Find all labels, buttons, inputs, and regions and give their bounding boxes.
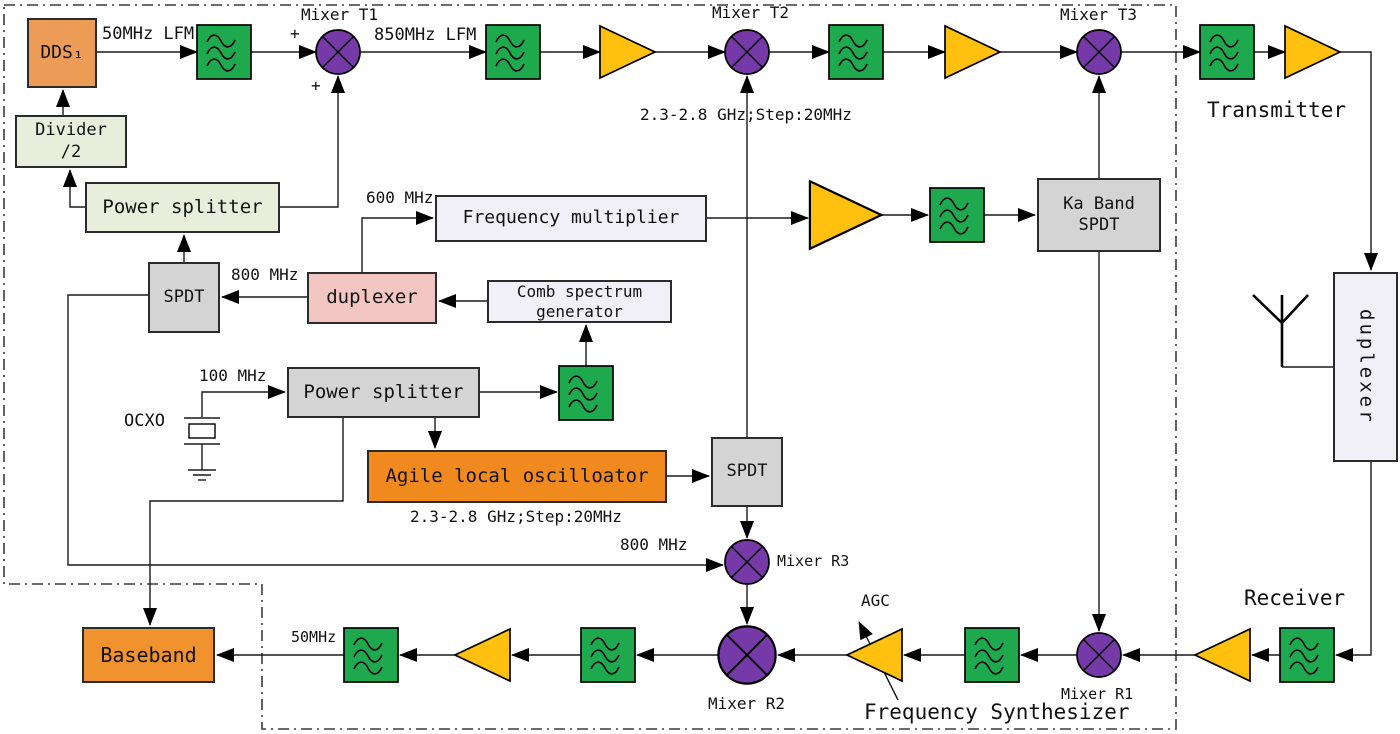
transmitter-section-label: Transmitter [1207, 98, 1347, 122]
ground-icon [188, 469, 216, 481]
plus-sign-rf: + [290, 24, 300, 43]
spdt-lo-block: SPDT [711, 437, 783, 507]
signal-label-50mhz: 50MHz [291, 628, 337, 646]
mixer-t2-icon [724, 29, 770, 75]
spdt-ref-label: SPDT [163, 286, 205, 307]
signal-label-850mhz-lfm: 850MHz LFM [374, 25, 477, 45]
mixer-r1-icon [1076, 632, 1122, 678]
wire-splitter-to-mixer-t1 [280, 75, 345, 208]
amplifier-icon-3 [1284, 25, 1341, 79]
crystal-oscillator-icon [184, 417, 220, 470]
spdt-lo-label: SPDT [726, 461, 768, 482]
signal-label-600mhz: 600 MHz [366, 188, 434, 207]
bandpass-filter-icon-1 [196, 24, 252, 80]
wire-ocxo-to-splitter [201, 385, 286, 417]
power-splitter-top-label: Power splitter [102, 195, 263, 218]
mixer-r3-name: Mixer R3 [777, 552, 850, 570]
comb-label-line1: Comb spectrum [516, 281, 643, 301]
wire-splitter-to-divider [63, 169, 85, 208]
wire-duplexer-to-filter7 [1335, 462, 1372, 662]
amplifier-icon-4 [808, 180, 883, 250]
baseband-label: Baseband [100, 642, 197, 667]
mixer-r2-name: Mixer R2 [708, 694, 786, 713]
wires [56, 45, 1378, 701]
amplifier-icon-5 [1194, 628, 1251, 682]
divider-label-line1: Divider [35, 120, 107, 141]
plus-sign-lo: + [311, 76, 321, 95]
signal-label-100mhz: 100 MHz [199, 366, 267, 385]
mixer-t3-icon [1076, 29, 1122, 75]
frequency-synthesizer-boundary [3, 4, 1177, 730]
duplexer-antenna-label: duplexer [1355, 309, 1378, 425]
duplexer-antenna-block: duplexer [1333, 272, 1398, 462]
mixer-t1-icon [315, 29, 361, 75]
baseband-block: Baseband [82, 627, 215, 683]
signal-label-800mhz-if: 800 MHz [231, 265, 299, 284]
mixer-r1-name: Mixer R1 [1061, 685, 1134, 703]
power-splitter-ref-block: Power splitter [287, 367, 480, 418]
duplexer-if-label: duplexer [326, 286, 418, 309]
dds-label: DDS₁ [40, 41, 84, 63]
bandpass-filter-icon-7 [1279, 627, 1335, 683]
comb-spectrum-generator-block: Comb spectrum generator [487, 280, 672, 323]
mixer-r2-icon [717, 625, 777, 685]
wire-splitter-to-baseband [143, 418, 344, 626]
bandpass-filter-icon-5 [929, 187, 985, 243]
wire-duplexer-to-multiplier [361, 211, 434, 272]
divider-label-line2: /2 [60, 141, 82, 162]
bandpass-filter-icon-9 [580, 627, 636, 683]
mixer-t1-name: Mixer T1 [301, 5, 379, 24]
agc-amplifier-icon [846, 628, 903, 682]
frequency-synthesizer-label: Frequency Synthesizer [864, 700, 1130, 724]
frequency-multiplier-label: Frequency multiplier [462, 207, 680, 229]
signal-label-50mhz-lfm: 50MHz LFM [102, 24, 195, 44]
bandpass-filter-icon-8 [964, 627, 1020, 683]
mixer-t3-name: Mixer T3 [1060, 5, 1138, 24]
wire-spdt-800mhz-to-mixer-r3 [67, 294, 724, 572]
wire-amp3-to-duplexer [1340, 51, 1378, 271]
mixer-r3-icon [724, 539, 770, 585]
receiver-section-label: Receiver [1244, 586, 1346, 610]
duplexer-if-block: duplexer [307, 272, 437, 324]
signal-label-step-lo: 2.3-2.8 GHz;Step:20MHz [410, 507, 622, 526]
power-splitter-top-block: Power splitter [85, 182, 280, 233]
frequency-multiplier-block: Frequency multiplier [435, 195, 707, 242]
bandpass-filter-icon-4 [1199, 24, 1255, 80]
agc-label: AGC [861, 591, 890, 610]
dds-block: DDS₁ [27, 18, 97, 88]
agile-local-oscillator-label: Agile local oscilloator [385, 464, 649, 487]
signal-label-800mhz-r3: 800 MHz [620, 535, 688, 554]
ka-band-label-line1: Ka Band [1063, 193, 1135, 214]
bandpass-filter-icon-10 [343, 627, 399, 683]
antenna-icon [1252, 294, 1333, 368]
bandpass-filter-icon-3 [828, 24, 884, 80]
amplifier-icon-7 [454, 628, 511, 682]
spdt-ref-block: SPDT [148, 262, 220, 333]
bandpass-filter-icon-2 [485, 24, 541, 80]
signal-label-step-t2: 2.3-2.8 GHz;Step:20MHz [640, 105, 852, 124]
bandpass-filter-icon-6 [558, 365, 614, 421]
ocxo-label: OCXO [124, 411, 165, 431]
amplifier-icon-2 [944, 25, 1001, 79]
mixer-t2-name: Mixer T2 [712, 3, 790, 22]
comb-label-line2: generator [536, 301, 623, 321]
power-splitter-ref-label: Power splitter [303, 380, 464, 403]
amplifier-icon-1 [599, 25, 656, 79]
ka-band-label-line2: SPDT [1078, 215, 1120, 235]
agile-local-oscillator-block: Agile local oscilloator [367, 450, 667, 503]
divider-block: Divider /2 [15, 115, 127, 168]
ka-band-spdt-block: Ka Band SPDT [1037, 178, 1161, 252]
